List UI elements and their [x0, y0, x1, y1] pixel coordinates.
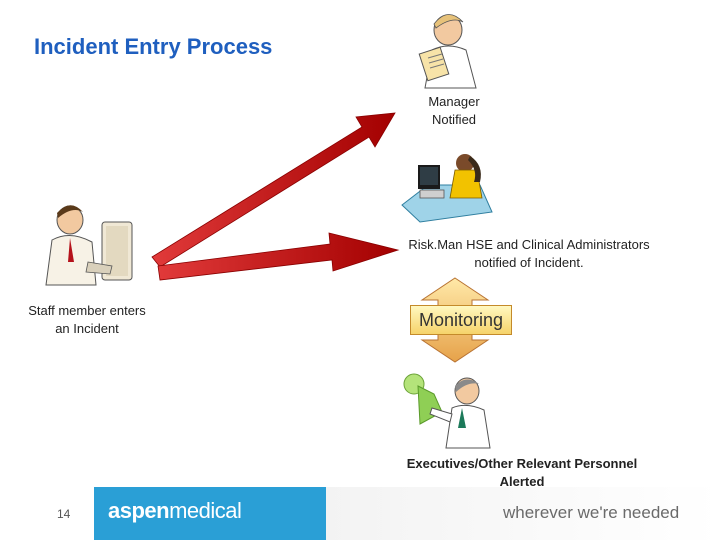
page-title: Incident Entry Process: [34, 34, 273, 59]
monitoring-box: Monitoring: [410, 305, 512, 335]
footer-slogan: wherever we're needed: [503, 503, 680, 522]
staff-computer-icon: [45, 205, 133, 286]
arrow-to-manager: [151, 112, 396, 268]
footer-slogan-panel: [326, 487, 720, 540]
arrow-to-admins: [157, 232, 400, 281]
page-number: 14: [57, 507, 71, 521]
admins-label: Risk.Man HSE and Clinical Administrators…: [408, 237, 650, 270]
logo-bold-text: aspen: [108, 498, 170, 523]
executive-presenter-icon: [403, 373, 491, 449]
aspen-medical-logo: aspenmedical: [108, 498, 242, 524]
executives-label: Executives/Other Relevant Personnel Aler…: [406, 456, 638, 489]
manager-label: Manager Notified: [428, 94, 480, 127]
footer-brand-panel: [94, 487, 326, 540]
manager-clipart-icon: [418, 14, 477, 89]
administrator-computer-icon: [401, 154, 493, 223]
logo-light-text: medical: [169, 498, 242, 523]
staff-label: Staff member enters an Incident: [28, 303, 146, 336]
